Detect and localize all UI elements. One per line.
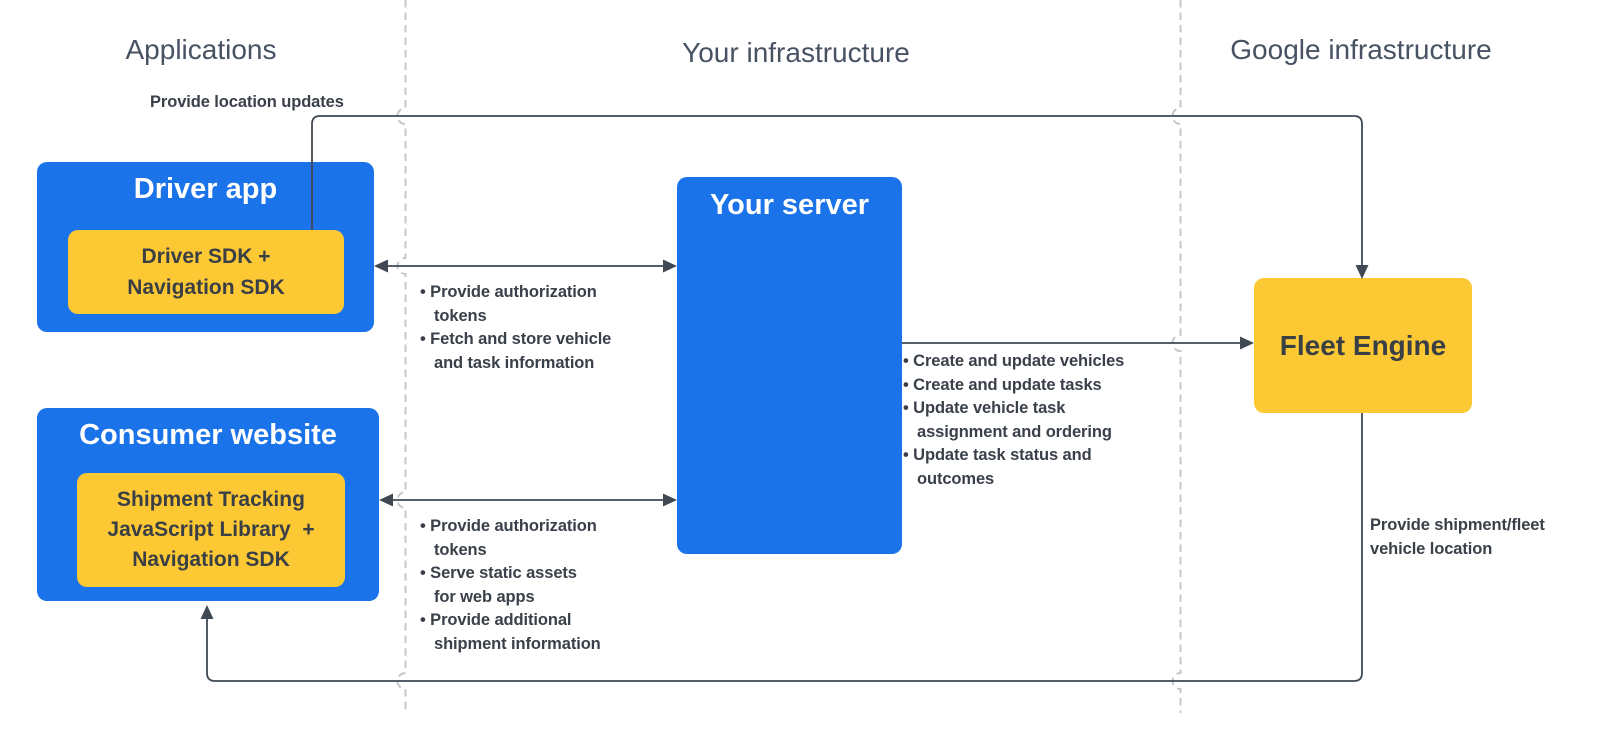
bullet-item: • Create and update tasks [903, 375, 1102, 394]
consumer-server-bullet-list: • Provide authorization tokens • Serve st… [420, 515, 680, 656]
dashed-separator-left [396, 0, 407, 713]
driver-sdk-box: Driver SDK + Navigation SDK [68, 230, 344, 314]
bullet-item: • Serve static assets for web apps [420, 564, 577, 606]
arrowhead-into-driver-icon [374, 259, 388, 273]
bullet-item: • Update task status and outcomes [903, 446, 1092, 488]
bullet-item: • Provide additional shipment informatio… [420, 611, 601, 653]
your-server-title: Your server [709, 189, 870, 221]
bullet-item: • Update vehicle task assignment and ord… [903, 399, 1112, 441]
fleet-engine-box: Fleet Engine [1254, 278, 1472, 413]
provide-location-updates-label: Provide location updates [150, 93, 344, 111]
provide-shipment-location-label: Provide shipment/fleet vehicle location [1370, 516, 1545, 558]
driver-app-title: Driver app [133, 173, 278, 205]
arrowhead-into-consumer-bottom-icon [200, 605, 214, 619]
shipment-tracking-library-box: Shipment Tracking JavaScript Library + N… [77, 473, 345, 587]
bullet-item: • Provide authorization tokens [420, 517, 597, 559]
bullet-item: • Create and update vehicles [903, 352, 1125, 370]
your-server-box: Your server [677, 177, 902, 554]
server-fleet-bullet-list: • Create and update vehicles • Create and… [903, 350, 1203, 491]
column-header-google-infrastructure: Google infrastructure [1230, 34, 1492, 65]
arrowhead-into-consumer-icon [379, 493, 393, 507]
bullet-item: • Provide authorization tokens [420, 283, 597, 325]
consumer-website-title: Consumer website [79, 419, 337, 451]
arrowhead-into-server-bottom-icon [663, 493, 677, 507]
arrowhead-into-server-top-icon [663, 259, 677, 273]
driver-app-box: Driver app Driver SDK + Navigation SDK [37, 162, 374, 332]
column-header-applications: Applications [125, 34, 277, 65]
arrowhead-into-fleet-left-icon [1240, 336, 1254, 350]
consumer-website-box: Consumer website Shipment Tracking JavaS… [37, 408, 379, 601]
bullet-item: • Fetch and store vehicle and task infor… [420, 330, 612, 372]
driver-server-bullet-list: • Provide authorization tokens • Fetch an… [420, 281, 680, 375]
arrowhead-into-fleet-top-icon [1355, 265, 1369, 279]
column-header-your-infrastructure: Your infrastructure [682, 37, 910, 68]
